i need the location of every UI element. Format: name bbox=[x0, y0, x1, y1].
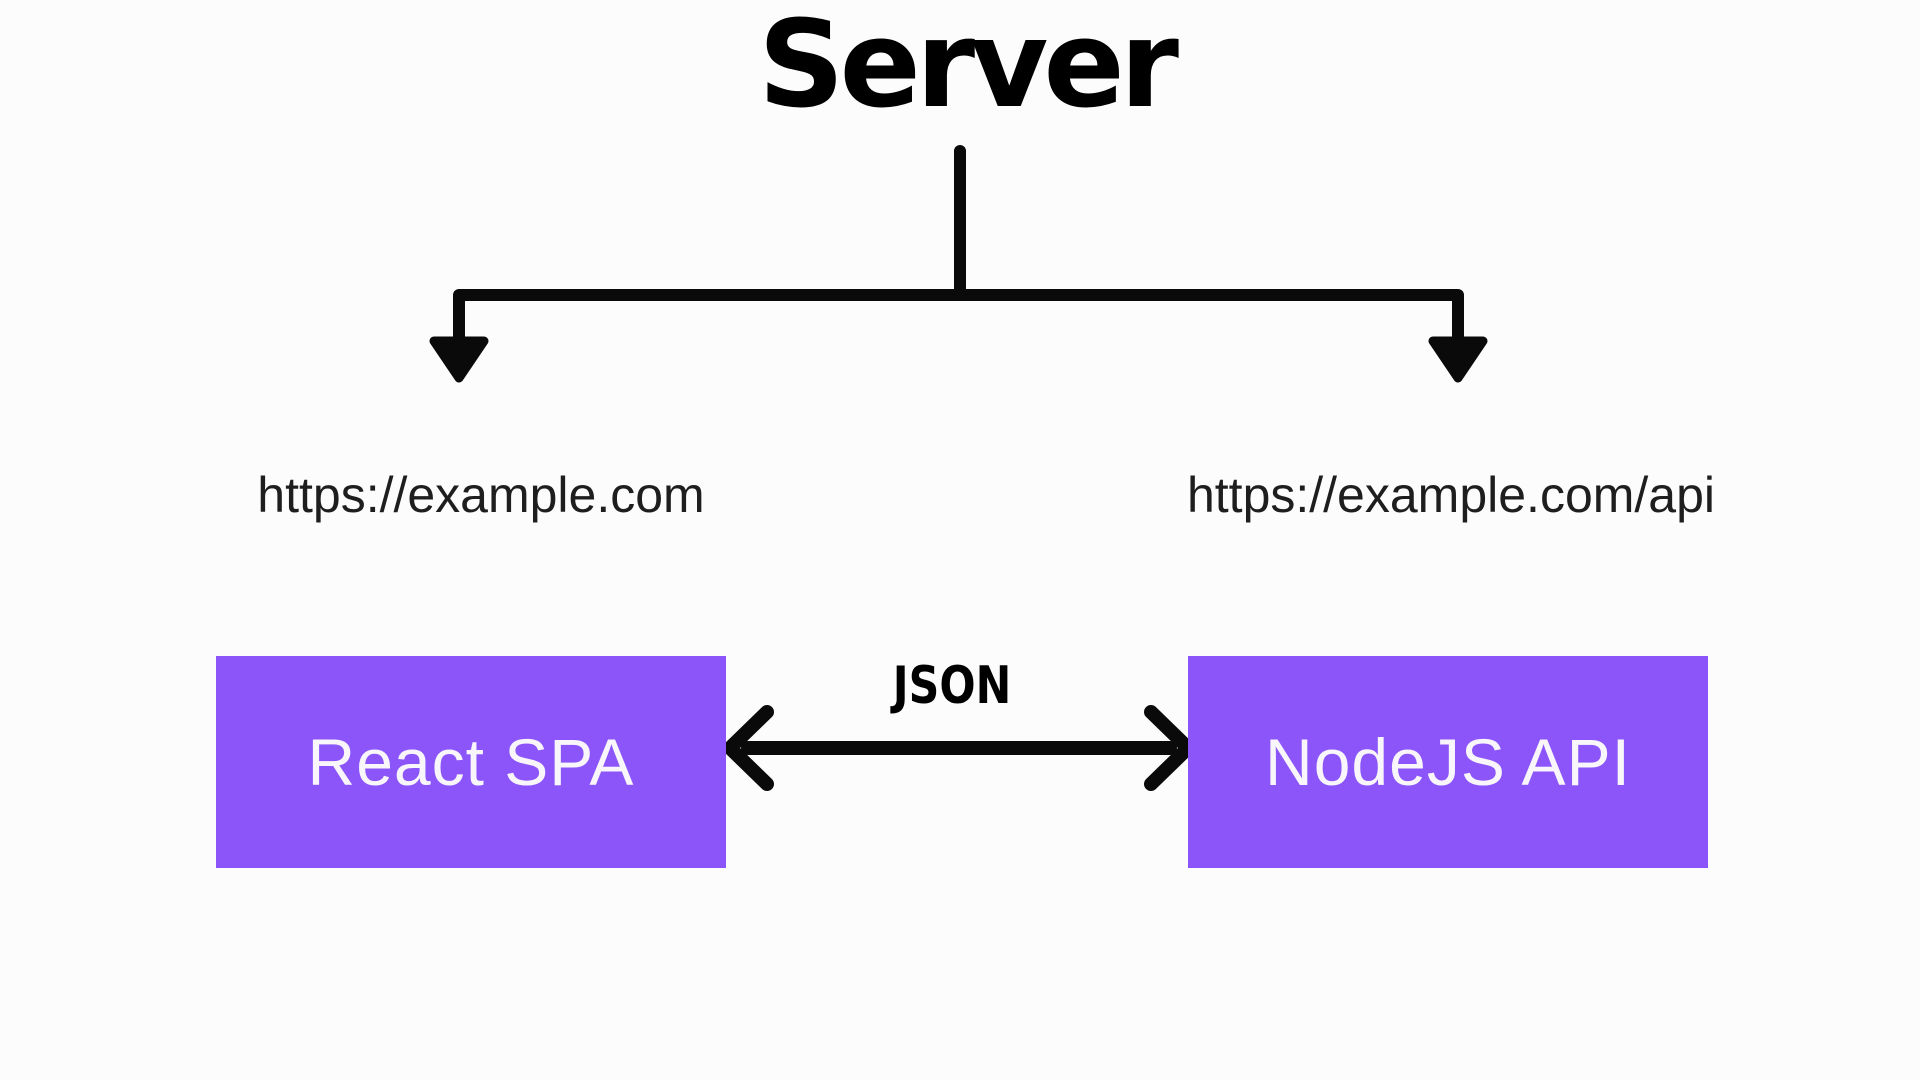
json-link-label: JSON bbox=[892, 656, 1012, 716]
double-arrow-icon bbox=[723, 705, 1195, 791]
page-title: Server bbox=[758, 0, 1179, 135]
down-arrow-left-icon bbox=[429, 336, 489, 383]
branch-bar-line bbox=[453, 289, 1464, 347]
down-arrow-right-icon bbox=[1428, 336, 1488, 383]
react-spa-node: React SPA bbox=[216, 656, 726, 868]
react-spa-node-label: React SPA bbox=[307, 725, 635, 799]
left-url-label: https://example.com bbox=[257, 467, 705, 523]
nodejs-api-node-label: NodeJS API bbox=[1265, 725, 1631, 799]
nodejs-api-node: NodeJS API bbox=[1188, 656, 1708, 868]
right-url-label: https://example.com/api bbox=[1186, 467, 1716, 523]
